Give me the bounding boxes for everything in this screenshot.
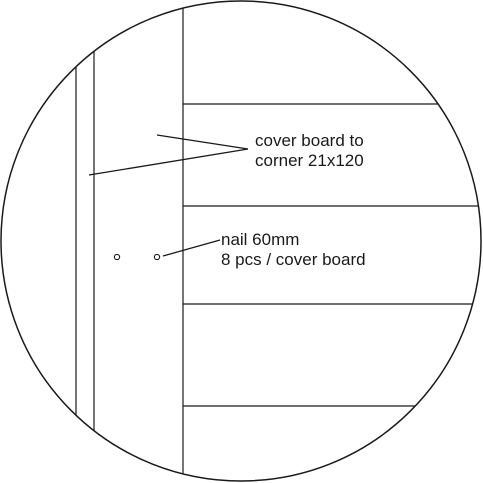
cover-board-leader-1 [156,134,249,150]
nail-hole-2 [153,253,161,261]
cover-board-leader-2 [88,148,249,176]
cover-board-label-line1: cover board to [255,131,364,150]
nail-annotation: nail 60mm 8 pcs / cover board [221,230,366,270]
nail-leader [162,239,221,257]
nail-hole-1 [113,253,121,261]
cover-board-label-line2: corner 21x120 [255,151,364,170]
nail-label-line2: 8 pcs / cover board [221,250,366,269]
nail-label-line1: nail 60mm [221,230,300,249]
cover-board-annotation: cover board to corner 21x120 [255,131,364,171]
